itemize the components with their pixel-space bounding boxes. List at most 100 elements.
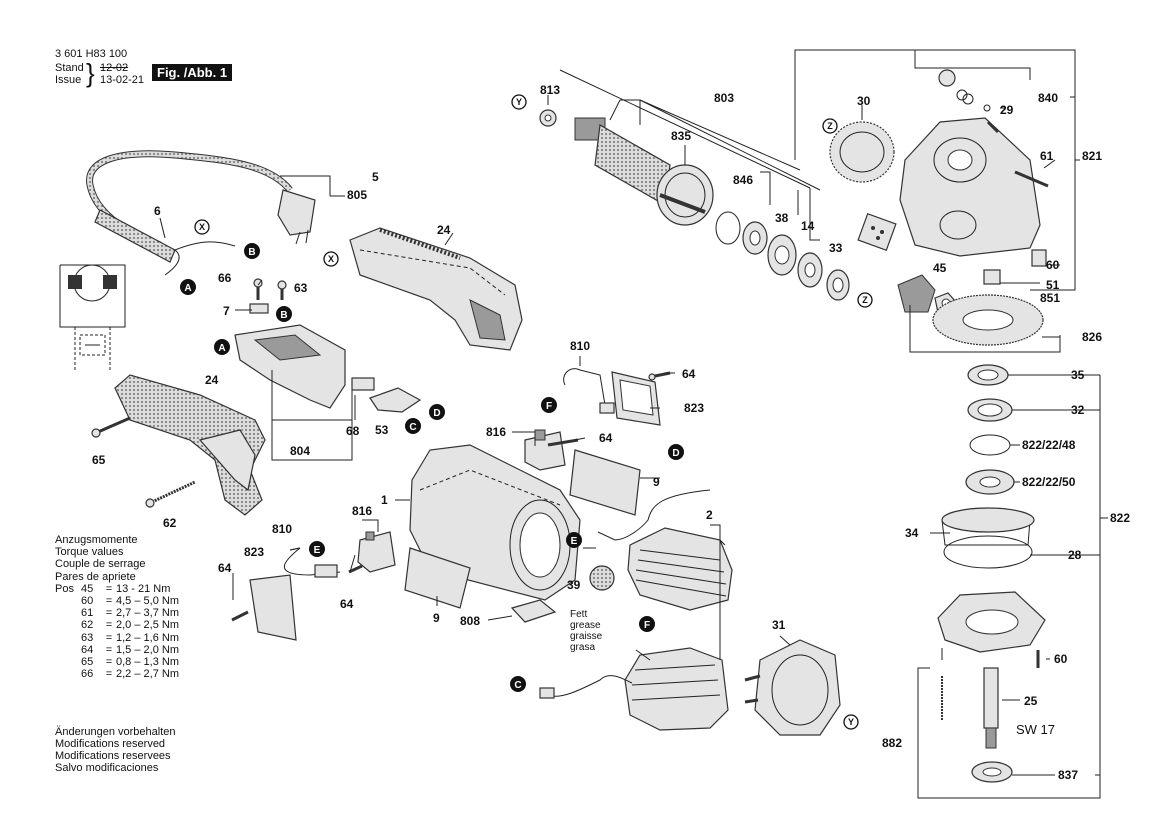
handle-rear <box>114 374 266 516</box>
label-34: 34 <box>905 526 919 540</box>
label-822-22-48: 822/22/48 <box>1022 438 1076 452</box>
label-816-top: 816 <box>486 425 506 439</box>
field-coil-top <box>597 489 733 611</box>
svg-text:X: X <box>199 222 205 232</box>
label-810-top: 810 <box>570 339 590 353</box>
issue-date: 13-02-21 <box>100 74 145 86</box>
torque-row: 63=1,2 – 1,6 Nm <box>81 631 179 644</box>
torque-row: 65=0,8 – 1,3 Nm <box>81 656 179 669</box>
label-840: 840 <box>1038 91 1058 105</box>
svg-text:X: X <box>328 254 334 264</box>
label-60-top: 60 <box>1046 258 1060 272</box>
brush-cable-810-top <box>563 368 671 426</box>
label-64-bottom: 64 <box>340 597 354 611</box>
brush-holder-816-left <box>283 519 396 578</box>
torque-title-es: Pares de apriete <box>55 570 136 583</box>
label-68: 68 <box>346 424 360 438</box>
connector-e-left: E <box>309 541 325 557</box>
switch-slider-parts <box>351 377 422 420</box>
marker-x-housing: X <box>323 251 339 267</box>
svg-text:F: F <box>644 620 650 631</box>
marker-y-fan: Y <box>843 714 859 730</box>
brush-cover-823-left <box>231 574 297 641</box>
label-821: 821 <box>1082 149 1102 163</box>
svg-text:Z: Z <box>862 295 868 305</box>
connector-d-coil: D <box>668 444 684 460</box>
label-64-mid: 64 <box>599 431 613 445</box>
connector-c-coil: C <box>510 676 526 692</box>
connector-a-switch: A <box>214 339 230 355</box>
label-64-left: 64 <box>218 561 232 575</box>
torque-title-en: Torque values <box>55 546 124 559</box>
label-64-top: 64 <box>682 367 696 381</box>
grease-note-es: grasa <box>570 642 595 653</box>
label-63: 63 <box>294 281 308 295</box>
handle-housing-top <box>349 227 523 351</box>
svg-text:C: C <box>409 422 416 433</box>
label-66: 66 <box>218 271 232 285</box>
label-1: 1 <box>381 493 388 507</box>
label-35: 35 <box>1071 368 1085 382</box>
gear-30 <box>829 121 895 183</box>
spindle-stack <box>937 364 1046 783</box>
connector-b-switch: B <box>276 306 292 322</box>
svg-text:D: D <box>672 448 679 459</box>
label-822-22-50: 822/22/50 <box>1022 475 1076 489</box>
issue-label: Issue <box>55 74 82 86</box>
torque-row: 64=1,5 – 2,0 Nm <box>81 643 179 656</box>
part-number: 3 601 H83 100 <box>55 48 128 60</box>
callout-lines-field <box>710 524 726 660</box>
label-31: 31 <box>772 618 786 632</box>
label-813: 813 <box>540 83 560 97</box>
connector-f-top: F <box>541 397 557 413</box>
label-835: 835 <box>671 129 691 143</box>
callout-lines-spindle <box>917 374 1108 799</box>
label-822: 822 <box>1110 511 1130 525</box>
connector-e-coil: E <box>566 532 582 548</box>
svg-text:D: D <box>433 408 440 419</box>
torque-row: 61=2,7 – 3,7 Nm <box>81 607 179 620</box>
field-coil-bottom <box>539 647 729 731</box>
label-62: 62 <box>163 516 177 530</box>
label-33: 33 <box>829 241 843 255</box>
connector-markers: A A B B C D D E E F F C <box>180 243 684 692</box>
screws-handle <box>91 278 287 508</box>
torque-row: 62=2,0 – 2,5 Nm <box>81 619 179 632</box>
armature <box>539 109 714 226</box>
label-2: 2 <box>706 508 713 522</box>
insulation-9 <box>404 449 641 623</box>
label-882: 882 <box>882 736 902 750</box>
svg-text:F: F <box>546 401 552 412</box>
brush-holder-816-top <box>512 429 579 471</box>
label-30: 30 <box>857 94 871 108</box>
svg-text:C: C <box>514 680 521 691</box>
stand-label: Stand <box>55 62 84 74</box>
label-39: 39 <box>567 578 581 592</box>
brace-glyph: } <box>86 58 95 88</box>
svg-text:A: A <box>218 343 225 354</box>
svg-text:Z: Z <box>827 121 833 131</box>
label-810-left: 810 <box>272 522 292 536</box>
label-805: 805 <box>347 188 367 202</box>
pos-label: Pos <box>55 582 74 595</box>
reference-markers: X X Y Y Z Z <box>194 94 873 730</box>
marker-y-armature: Y <box>511 94 527 110</box>
label-5: 5 <box>372 170 379 184</box>
bearings-armature <box>715 211 850 301</box>
svg-text:E: E <box>571 536 578 547</box>
svg-text:A: A <box>184 283 191 294</box>
torque-row: 66=2,2 – 2,7 Nm <box>81 668 179 681</box>
gear-housing <box>857 117 1041 257</box>
torque-table: Anzugsmomente Torque values Couple de se… <box>55 534 196 680</box>
connector-d-switch: D <box>429 404 445 420</box>
switch-assembly <box>234 303 353 461</box>
callout-lines-armature <box>547 69 821 241</box>
part-labels: 5 805 6 24 66 63 7 804 68 53 24 65 62 81… <box>92 83 1130 782</box>
svg-text:Y: Y <box>516 97 522 107</box>
grease-pack-39 <box>589 565 615 591</box>
label-823-top: 823 <box>684 401 704 415</box>
svg-text:E: E <box>314 545 321 556</box>
old-date: 12-02 <box>100 62 129 74</box>
